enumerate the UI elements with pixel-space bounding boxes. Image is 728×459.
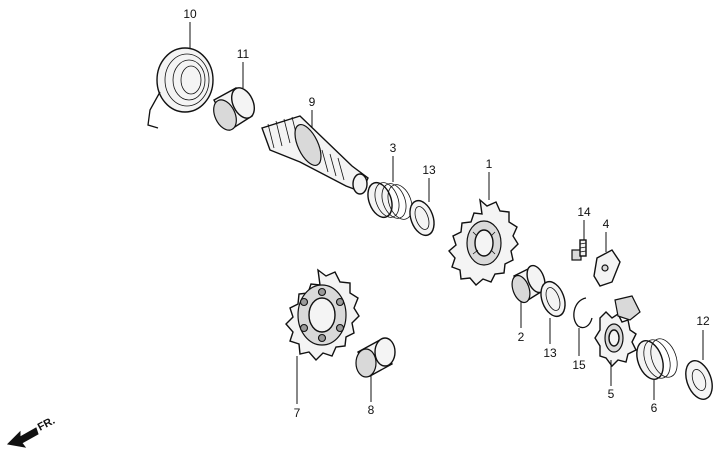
- part-11-collar: [213, 87, 256, 131]
- part-4-ratchet-guide: [593, 249, 621, 287]
- callout-13-lower: 13: [543, 346, 557, 360]
- callout-labels: 10 11 9 3 13 1 14 4 2 13 15 5 6 12 7 8: [183, 7, 710, 420]
- part-3-ratchet-spring: [367, 181, 413, 220]
- leader-lines: [189, 22, 704, 404]
- part-13-washer-lower: [540, 280, 566, 318]
- front-arrow-icon: [6, 427, 39, 448]
- callout-10: 10: [183, 7, 197, 21]
- part-12-washer: [685, 360, 713, 400]
- front-label: FR.: [36, 415, 57, 434]
- part-1-pinion-gear: [448, 198, 519, 286]
- callout-6: 6: [651, 401, 658, 415]
- callout-5: 5: [608, 387, 615, 401]
- part-13-washer-upper: [409, 199, 435, 237]
- callout-8: 8: [368, 403, 375, 417]
- callout-1: 1: [486, 157, 493, 171]
- callout-13-upper: 13: [422, 163, 436, 177]
- callout-7: 7: [294, 406, 301, 420]
- part-15-circlip: [573, 297, 593, 329]
- part-2-collar: [511, 264, 546, 304]
- callout-14: 14: [577, 205, 591, 219]
- callout-11: 11: [237, 47, 250, 61]
- part-9-spindle: [261, 115, 369, 195]
- callout-15: 15: [572, 358, 586, 372]
- callout-4: 4: [603, 217, 610, 231]
- callout-9: 9: [309, 95, 316, 109]
- part-10-return-spring: [147, 47, 214, 129]
- part-5-ratchet: [594, 295, 641, 368]
- part-6-spring: [636, 338, 678, 380]
- front-direction-indicator: FR.: [6, 415, 57, 448]
- part-14-bolt: [571, 239, 587, 261]
- callout-2: 2: [518, 330, 525, 344]
- part-8-bushing: [355, 337, 396, 378]
- callout-3: 3: [390, 141, 397, 155]
- callout-12: 12: [696, 314, 710, 328]
- part-7-idle-gear: [285, 268, 360, 362]
